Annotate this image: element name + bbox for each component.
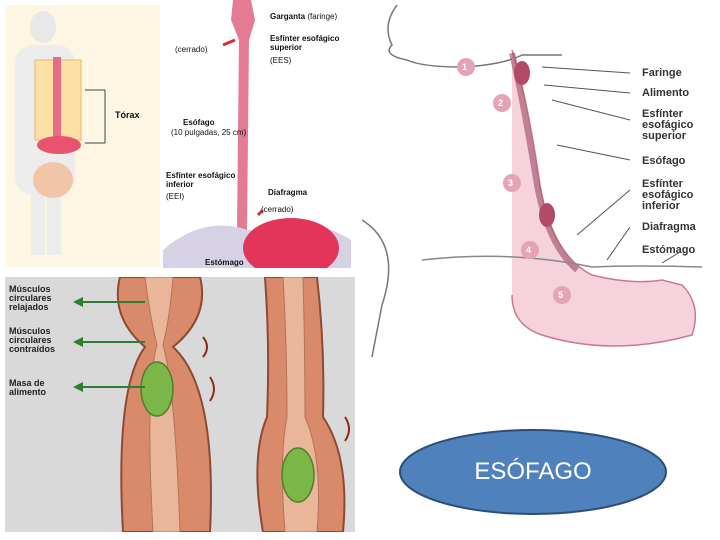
estomago-right-label: Estómago xyxy=(642,244,696,256)
alimento-label: Alimento xyxy=(642,87,690,99)
masa-alimento-label: Masa de alimento xyxy=(9,378,47,397)
diafragma-right-label: Diafragma xyxy=(642,221,696,233)
esophagus-graphic xyxy=(163,0,351,268)
eei-abbr-label: (EEI) xyxy=(166,192,185,201)
eei-label: Esfínter esofágico inferior xyxy=(166,171,236,189)
musculos-contraidos-label: Músculos circulares contraídos xyxy=(9,326,56,354)
musculos-relajados-label: Músculos circulares relajados xyxy=(9,284,52,312)
esophagus-labeled-diagram: Garganta (faringe) (cerrado) Esfínter es… xyxy=(163,0,351,268)
swallowing-profile-diagram: Faringe Alimento Esfínter esofágico supe… xyxy=(362,5,712,357)
title-text: ESÓFAGO xyxy=(474,458,592,485)
ees-abbr-label: (EES) xyxy=(270,56,292,65)
estomago-label: Estómago xyxy=(205,258,244,267)
body-silhouette-graphic xyxy=(15,11,106,255)
body-thorax-illustration: Tórax xyxy=(5,5,160,267)
step-3: 3 xyxy=(508,178,514,188)
eei-right-label: Esfínter esofágico inferior xyxy=(642,178,694,212)
peristalsis-graphic xyxy=(73,277,350,532)
step-4: 4 xyxy=(526,245,532,255)
torax-label: Tórax xyxy=(115,110,140,120)
title-oval xyxy=(399,429,667,515)
title-oval-shape xyxy=(399,429,667,515)
ees-right-label: Esfínter esofágico superior xyxy=(642,108,694,142)
swallowing-profile-graphic xyxy=(362,5,703,357)
diafragma-label: Diafragma xyxy=(268,188,308,197)
esofago-size-label: (10 pulgadas, 25 cm) xyxy=(171,128,247,137)
peristalsis-diagram: Músculos circulares relajados Músculos c… xyxy=(5,277,355,532)
ees-label: Esfínter esofágico superior xyxy=(270,34,340,52)
garganta-label: Garganta (faringe) xyxy=(270,12,338,21)
cerrado-top-label: (cerrado) xyxy=(175,45,208,54)
esofago-right-label: Esófago xyxy=(642,155,686,167)
step-1: 1 xyxy=(462,62,468,72)
step-2: 2 xyxy=(498,98,504,108)
esofago-label: Esófago xyxy=(183,118,215,127)
cerrado-bottom-label: (cerrado) xyxy=(261,205,294,214)
step-5: 5 xyxy=(558,290,564,300)
faringe-label: Faringe xyxy=(642,67,682,79)
